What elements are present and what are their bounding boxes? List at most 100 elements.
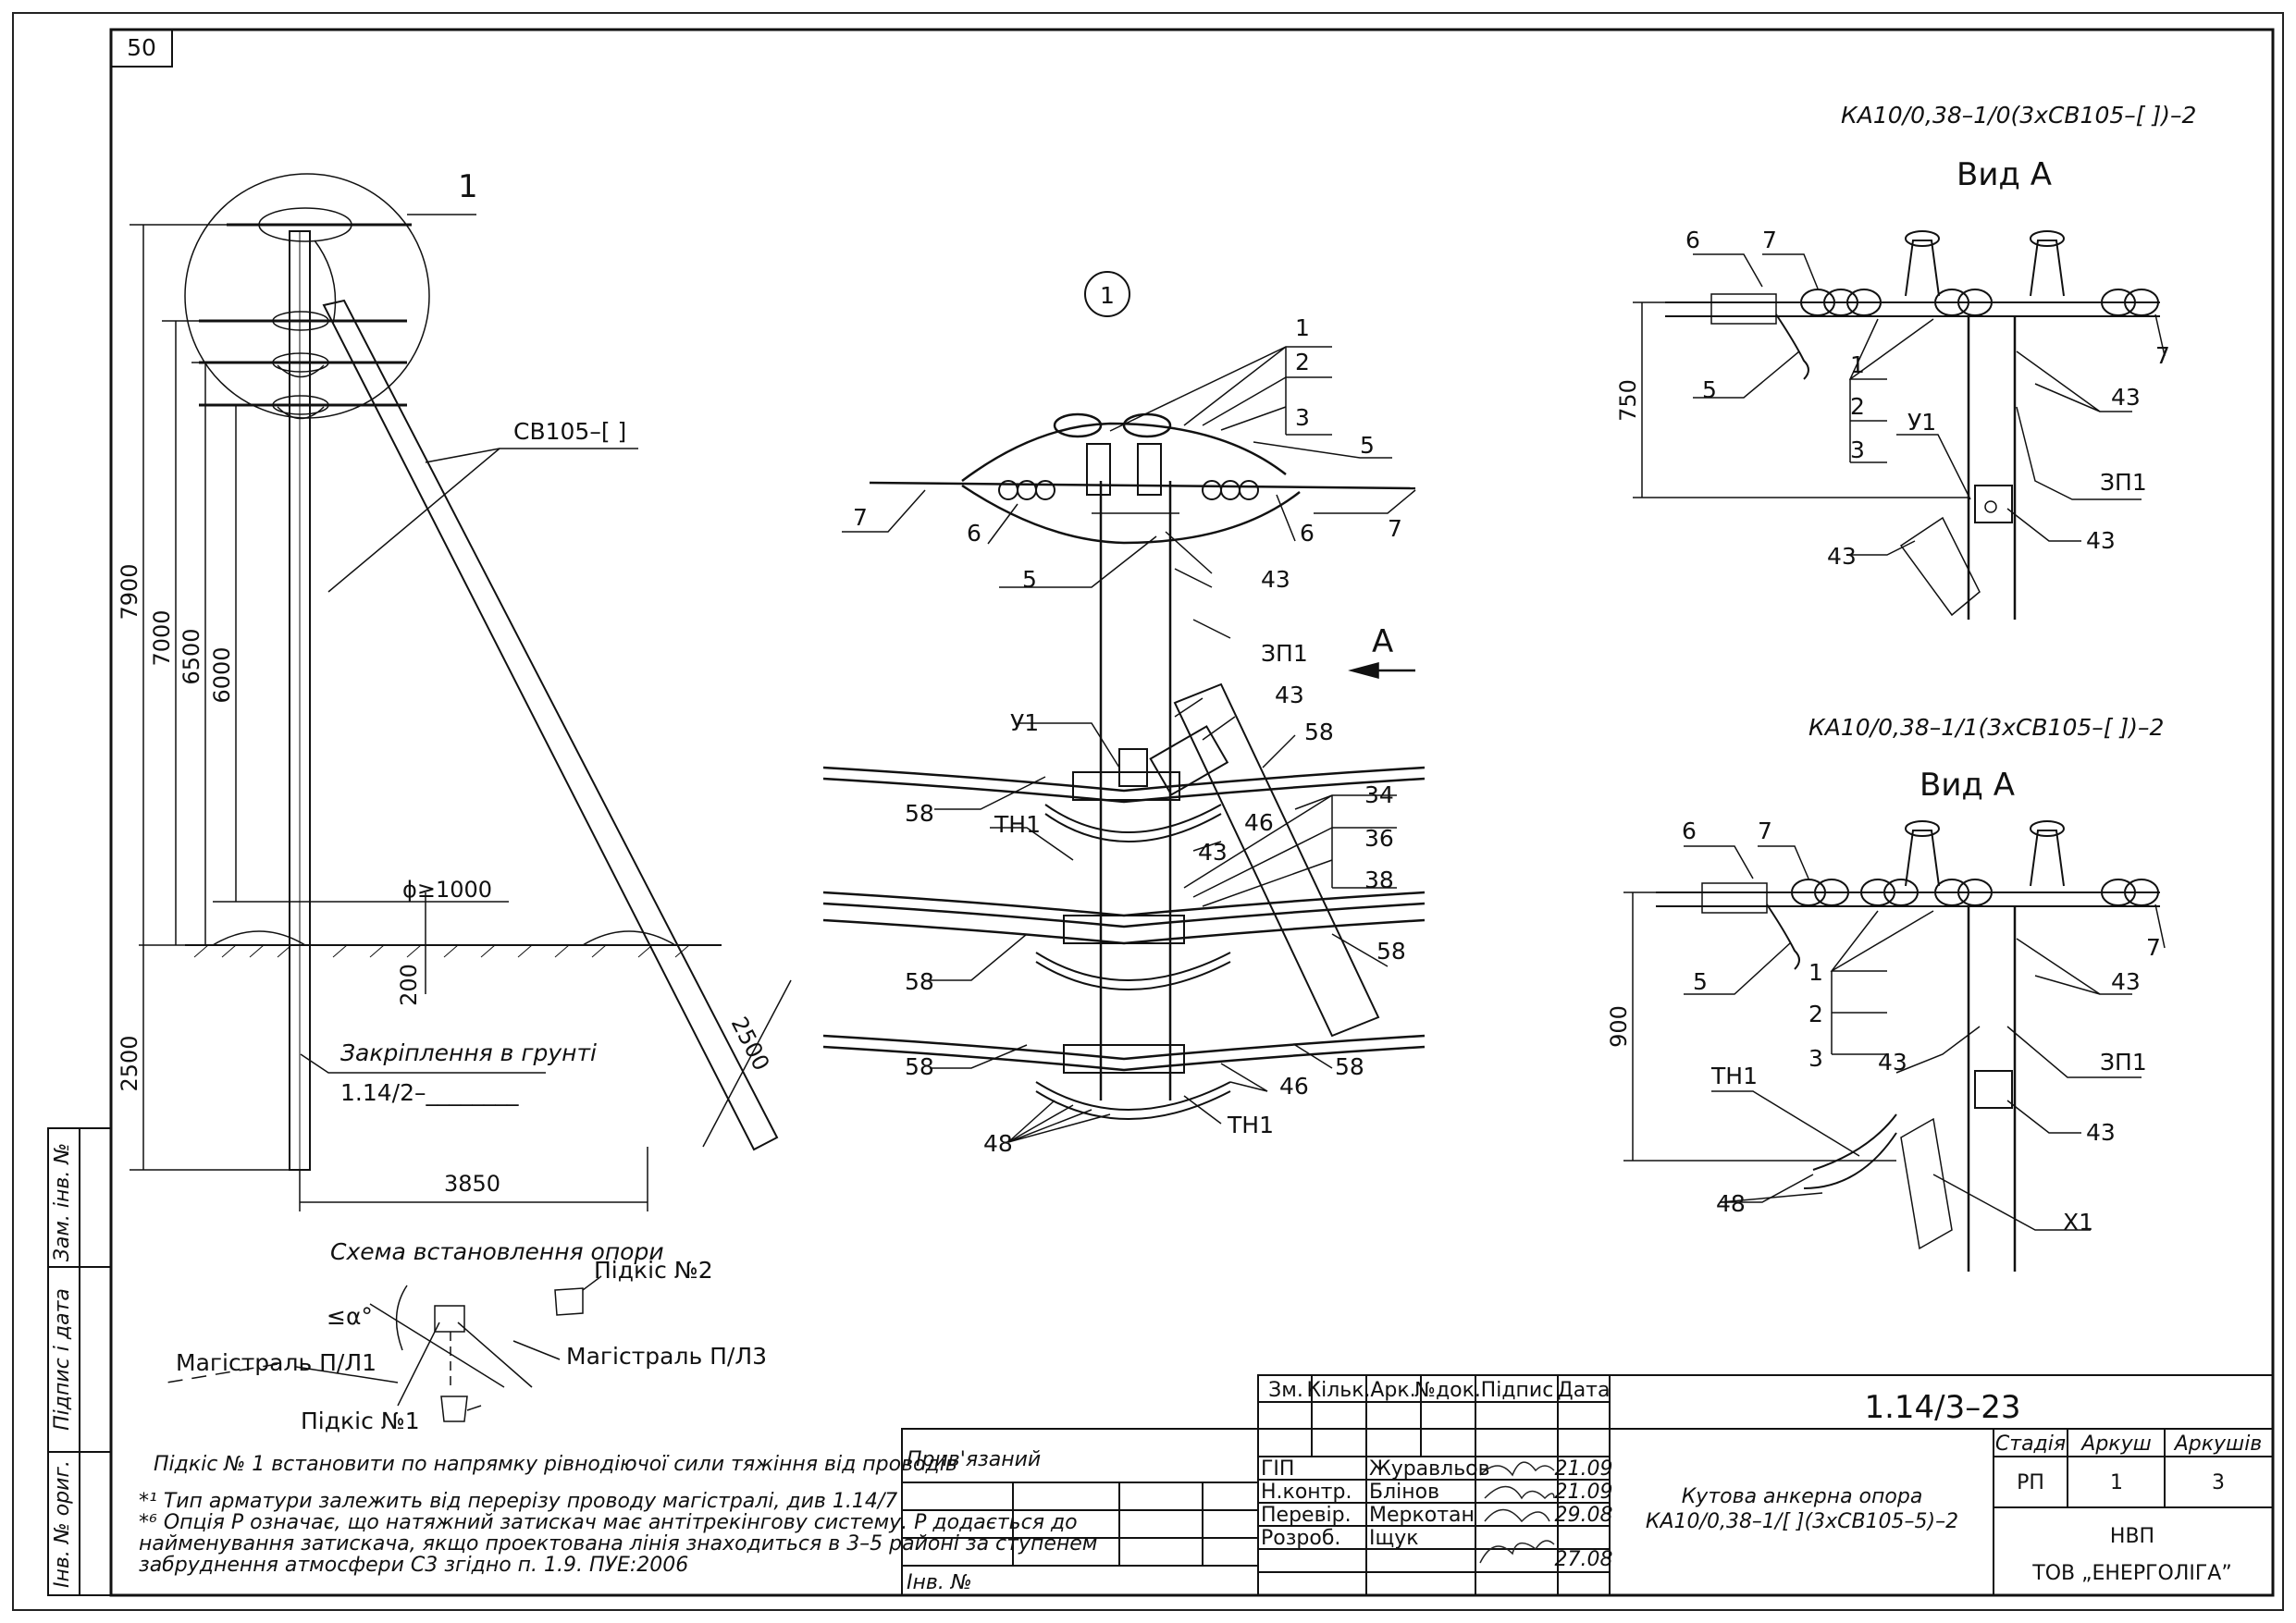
install-scheme bbox=[166, 1275, 602, 1422]
dim-6000: 6000 bbox=[209, 646, 235, 703]
va-top-43b: 43 bbox=[1827, 543, 1857, 570]
va-top-u1: У1 bbox=[1907, 409, 1936, 436]
va-top-3: 3 bbox=[1850, 436, 1865, 463]
view-a-top-code: КА10/0,38–1/0(3хСВ105–[ ])–2 bbox=[1841, 102, 2196, 129]
d-label-th1b: ТН1 bbox=[1227, 1112, 1274, 1138]
note-3a: *⁶ Опція Р означає, що натяжний затискач… bbox=[139, 1511, 1078, 1534]
tb-name-3: Іщук bbox=[1369, 1527, 1419, 1550]
tb-header-3: №док. bbox=[1414, 1379, 1481, 1402]
d-label-3: 3 bbox=[1295, 404, 1310, 431]
dim-diameter: ϕ≥1000 bbox=[402, 877, 492, 903]
d-label-1: 1 bbox=[1295, 314, 1310, 341]
page-number: 50 bbox=[127, 34, 156, 61]
d-label-58c: 58 bbox=[905, 968, 934, 995]
note-3c: забруднення атмосфери С3 згідно п. 1.9. … bbox=[139, 1554, 688, 1577]
va-bot-43a: 43 bbox=[2111, 968, 2141, 995]
tb-date-2: 29.08 bbox=[1555, 1504, 1613, 1527]
ground-fixing-ref: 1.14/2–________ bbox=[340, 1079, 519, 1106]
d-label-46b: 46 bbox=[1279, 1073, 1309, 1100]
tower-view bbox=[130, 173, 792, 1211]
tb-name-2: Меркотан bbox=[1369, 1504, 1475, 1527]
side-stamp bbox=[47, 1127, 112, 1596]
stamp-cell-3: Інв. № ориг. bbox=[51, 1460, 74, 1588]
note-1: Підкіс № 1 встановити по напрямку рівнод… bbox=[154, 1453, 957, 1476]
d-label-58f: 58 bbox=[1335, 1053, 1364, 1080]
tb-sheet-header: Аркуш bbox=[2080, 1432, 2151, 1456]
tb-stage-header: Стадія bbox=[1995, 1432, 2066, 1456]
dim-2500: 2500 bbox=[117, 1035, 142, 1091]
page-number-box bbox=[110, 29, 173, 68]
dim-7000: 7000 bbox=[149, 609, 175, 666]
tb-role-0: ГІП bbox=[1261, 1457, 1294, 1481]
dim-7900: 7900 bbox=[117, 563, 142, 620]
scheme-main-left: Магістраль П/Л1 bbox=[176, 1349, 376, 1376]
note-3b: найменування затискача, якщо проектована… bbox=[139, 1532, 1097, 1555]
tb-linked: Прив'язаний bbox=[907, 1448, 1041, 1471]
va-top-6: 6 bbox=[1685, 227, 1700, 253]
va-bot-43c: 43 bbox=[2086, 1119, 2116, 1146]
d-label-43b: 43 bbox=[1275, 682, 1304, 708]
d-label-u1: У1 bbox=[1010, 709, 1039, 736]
d-label-7b: 7 bbox=[1388, 515, 1402, 542]
d-label-th1a: ТН1 bbox=[994, 811, 1041, 838]
d-label-zp1: ЗП1 bbox=[1261, 640, 1308, 667]
view-a-bottom-title: Вид А bbox=[1920, 767, 2015, 804]
va-bot-6: 6 bbox=[1682, 818, 1697, 844]
va-bot-x1: Х1 bbox=[2063, 1209, 2093, 1236]
va-bot-zp1: ЗП1 bbox=[2100, 1049, 2147, 1076]
d-label-38: 38 bbox=[1364, 867, 1394, 893]
va-top-zp1: ЗП1 bbox=[2100, 469, 2147, 496]
dim-brace-2500: 2500 bbox=[726, 1013, 775, 1075]
dim-6500: 6500 bbox=[179, 628, 204, 684]
tower-wire-label: СВ105–[ ] bbox=[513, 418, 626, 445]
va-bot-7b: 7 bbox=[2146, 934, 2161, 961]
tb-sheets: 3 bbox=[2212, 1471, 2225, 1494]
tb-role-3: Розроб. bbox=[1261, 1527, 1340, 1550]
tb-org-1: НВП bbox=[2110, 1525, 2154, 1548]
dim-200: 200 bbox=[396, 964, 422, 1006]
tb-role-2: Перевір. bbox=[1261, 1504, 1352, 1527]
tb-header-0: Зм. bbox=[1268, 1379, 1303, 1402]
d-label-58a: 58 bbox=[1304, 719, 1334, 745]
d-label-7a: 7 bbox=[853, 504, 868, 531]
d-label-48: 48 bbox=[983, 1130, 1013, 1157]
d-label-6a: 6 bbox=[967, 520, 981, 547]
tb-date-0: 21.09 bbox=[1555, 1457, 1613, 1481]
scheme-brace-2: Підкіс №2 bbox=[594, 1257, 713, 1284]
va-top-43a: 43 bbox=[2111, 384, 2141, 411]
tb-doc-code: 1.14/3–23 bbox=[1864, 1389, 2020, 1426]
tb-description-2: КА10/0,38–1/[ ](3хСВ105–5)–2 bbox=[1646, 1510, 1958, 1533]
va-top-7a: 7 bbox=[1762, 227, 1777, 253]
tb-header-2: Арк. bbox=[1370, 1379, 1415, 1402]
scheme-brace-1: Підкіс №1 bbox=[301, 1408, 420, 1434]
tb-name-0: Журавльов bbox=[1369, 1457, 1490, 1481]
d-label-5a: 5 bbox=[1360, 432, 1375, 459]
view-a-bottom-code: КА10/0,38–1/1(3хСВ105–[ ])–2 bbox=[1808, 714, 2164, 741]
dim-3850: 3850 bbox=[444, 1171, 500, 1197]
tb-name-1: Блінов bbox=[1369, 1481, 1439, 1504]
tb-org-2: ТОВ „ЕНЕРГОЛІГА” bbox=[2031, 1562, 2231, 1585]
va-top-1: 1 bbox=[1850, 351, 1865, 378]
va-bot-7a: 7 bbox=[1758, 818, 1772, 844]
view-a-top-title: Вид А bbox=[1957, 156, 2052, 193]
tb-date-1: 21.09 bbox=[1555, 1481, 1613, 1504]
d-label-6b: 6 bbox=[1300, 520, 1315, 547]
view-a-bottom-dim: 900 bbox=[1606, 1005, 1632, 1048]
d-label-43a: 43 bbox=[1261, 566, 1290, 593]
tb-sheet: 1 bbox=[2110, 1471, 2123, 1494]
d-label-5b: 5 bbox=[1022, 566, 1037, 593]
va-top-2: 2 bbox=[1850, 393, 1865, 420]
va-bot-3: 3 bbox=[1808, 1045, 1823, 1072]
va-bot-5: 5 bbox=[1693, 968, 1708, 995]
signatures bbox=[1479, 1461, 1555, 1564]
d-label-2: 2 bbox=[1295, 349, 1310, 375]
tb-header-4: Підпис bbox=[1481, 1379, 1554, 1402]
va-bot-43b: 43 bbox=[1878, 1049, 1907, 1076]
stamp-cell-1: Зам. інв. № bbox=[51, 1143, 74, 1262]
tb-sheets-header: Аркушів bbox=[2173, 1432, 2263, 1456]
view-a-top-dim: 750 bbox=[1615, 379, 1641, 422]
scheme-alpha: ≤α° bbox=[327, 1303, 373, 1330]
va-bot-1: 1 bbox=[1808, 959, 1823, 986]
scheme-main-right: Магістраль П/Л3 bbox=[566, 1343, 767, 1370]
